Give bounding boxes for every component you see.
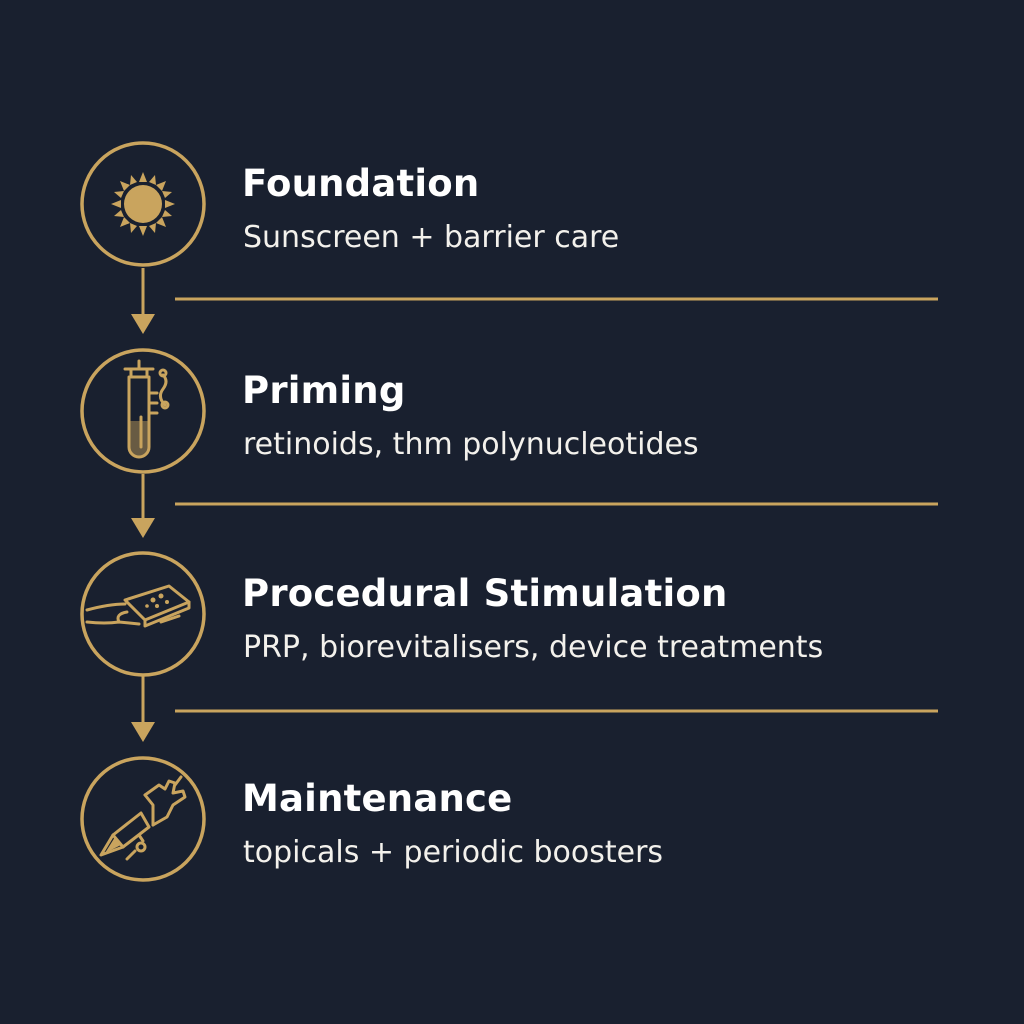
step-procedural-stimulation: Procedural Stimulation PRP, biorevitalis… [0, 550, 1024, 690]
step-title: Maintenance [242, 777, 513, 820]
step-description: retinoids, thm polynucleotides [243, 427, 699, 462]
step-priming: Priming retinoids, thm polynucleotides [0, 347, 1024, 487]
sun-icon [79, 140, 207, 268]
step-foundation: Foundation Sunscreen + barrier care [0, 140, 1024, 280]
step-title: Procedural Stimulation [242, 572, 728, 615]
device-hand-icon [79, 550, 207, 678]
test-tube-icon [79, 347, 207, 475]
step-description: PRP, biorevitalisers, device treatments [243, 630, 824, 665]
step-title: Foundation [242, 162, 480, 205]
step-maintenance: Maintenance topicals + periodic boosters [0, 755, 1024, 895]
step-description: Sunscreen + barrier care [243, 220, 620, 255]
arrow-down-icon-3 [131, 676, 155, 742]
step-description: topicals + periodic boosters [243, 835, 664, 870]
arrow-down-icon-1 [131, 268, 155, 334]
arrow-down-icon-2 [131, 474, 155, 538]
step-title: Priming [242, 369, 406, 412]
hand-applicator-icon [79, 755, 207, 883]
